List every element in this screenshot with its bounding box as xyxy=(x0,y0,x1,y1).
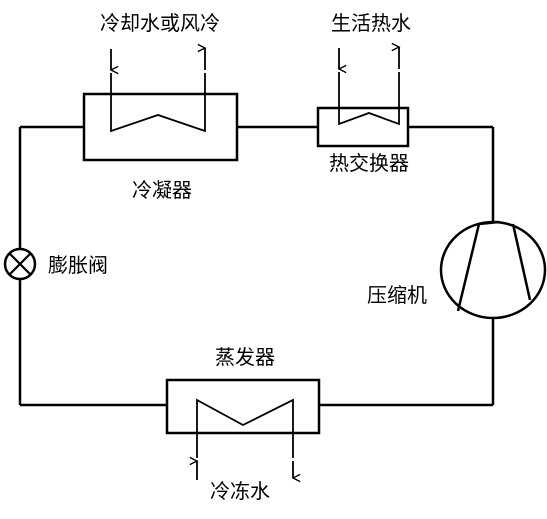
expansion-valve xyxy=(3,247,37,281)
condenser-coil xyxy=(110,73,206,133)
condenser-box xyxy=(82,92,239,162)
evaporator-coil xyxy=(196,398,294,458)
heat-exchanger-label: 热交换器 xyxy=(329,151,409,175)
evaporator xyxy=(165,378,321,483)
compressor-label: 压缩机 xyxy=(367,283,427,307)
expansion-valve-cross-b xyxy=(8,252,32,276)
compressor-body xyxy=(439,220,547,320)
compressor-line-top xyxy=(478,220,500,226)
heat-exchanger-coil xyxy=(338,72,400,126)
compressor xyxy=(439,220,547,320)
hot-water-label: 生活热水 xyxy=(331,11,411,35)
condenser-flow-label: 冷却水或风冷 xyxy=(100,11,220,35)
refrigerant-loop xyxy=(18,125,495,407)
expansion-valve-label: 膨胀阀 xyxy=(48,253,108,277)
heat-exchanger-box xyxy=(316,106,410,148)
chilled-water-label: 冷冻水 xyxy=(210,479,270,503)
condenser-label: 冷凝器 xyxy=(132,178,192,202)
compressor-line-right xyxy=(511,223,532,301)
compressor-line-left xyxy=(456,223,481,312)
evaporator-label: 蒸发器 xyxy=(215,345,275,369)
condenser xyxy=(82,43,239,162)
heat-exchanger xyxy=(316,42,410,148)
